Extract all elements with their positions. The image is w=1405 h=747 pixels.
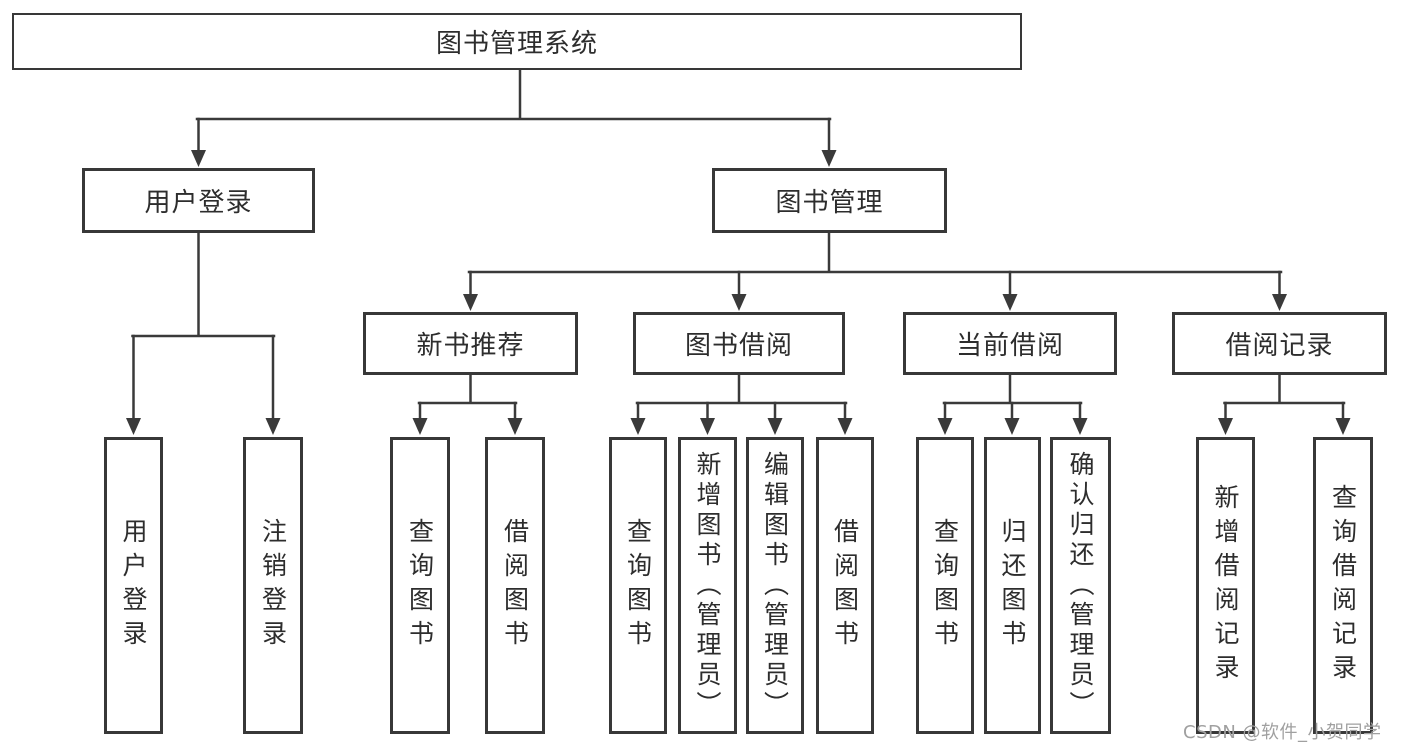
leaf-borrowing-query-books: 查询图书 [609, 437, 667, 734]
leaf-borrowing-borrow-books: 借阅图书 [816, 437, 874, 734]
arrowheads [126, 150, 1351, 435]
leaf-edit-books-admin: 编辑图书（管理员） [746, 437, 804, 734]
leaf-confirm-return-admin: 确认归还（管理员） [1050, 437, 1111, 734]
leaf-add-books-admin: 新增图书（管理员） [678, 437, 737, 734]
leaf-borrowing-borrow-books-label: 借阅图书 [830, 517, 860, 654]
node-book-borrowing-label: 图书借阅 [684, 331, 793, 361]
leaf-logout: 注销登录 [243, 437, 303, 734]
leaf-confirm-return-admin-label: 确认归还（管理员） [1066, 450, 1095, 721]
node-book-management-label: 图书管理 [775, 188, 884, 218]
leaf-add-books-admin-label: 新增图书（管理员） [693, 450, 722, 721]
leaf-query-borrow-record: 查询借阅记录 [1313, 437, 1373, 734]
node-root-label: 图书管理系统 [435, 29, 598, 59]
csdn-watermark: CSDN @软件_小贺同学 [1183, 722, 1382, 743]
leaf-newbooks-query-books-label: 查询图书 [405, 517, 435, 654]
node-borrowing-records: 借阅记录 [1172, 312, 1387, 375]
leaf-newbooks-borrow-books: 借阅图书 [485, 437, 545, 734]
node-new-book-recommend: 新书推荐 [363, 312, 578, 375]
leaf-current-query-books: 查询图书 [916, 437, 974, 734]
node-borrowing-records-label: 借阅记录 [1225, 331, 1334, 361]
node-root: 图书管理系统 [12, 13, 1022, 70]
node-new-book-recommend-label: 新书推荐 [416, 331, 525, 361]
node-user-login: 用户登录 [82, 168, 315, 233]
leaf-newbooks-borrow-books-label: 借阅图书 [500, 517, 530, 654]
node-user-login-label: 用户登录 [144, 188, 253, 218]
leaf-borrowing-query-books-label: 查询图书 [623, 517, 653, 654]
leaf-query-borrow-record-label: 查询借阅记录 [1328, 483, 1358, 688]
leaf-logout-label: 注销登录 [258, 517, 288, 654]
leaf-user-login-label: 用户登录 [119, 517, 148, 654]
node-book-management: 图书管理 [712, 168, 947, 233]
node-current-borrowing-label: 当前借阅 [955, 331, 1064, 361]
leaf-add-borrow-record: 新增借阅记录 [1196, 437, 1255, 734]
leaf-add-borrow-record-label: 新增借阅记录 [1211, 483, 1240, 688]
leaf-return-books: 归还图书 [984, 437, 1041, 734]
leaf-newbooks-query-books: 查询图书 [390, 437, 450, 734]
leaf-user-login: 用户登录 [104, 437, 163, 734]
leaf-return-books-label: 归还图书 [998, 517, 1027, 654]
node-book-borrowing: 图书借阅 [633, 312, 845, 375]
node-current-borrowing: 当前借阅 [903, 312, 1117, 375]
leaf-current-query-books-label: 查询图书 [930, 517, 960, 654]
leaf-edit-books-admin-label: 编辑图书（管理员） [760, 450, 790, 721]
